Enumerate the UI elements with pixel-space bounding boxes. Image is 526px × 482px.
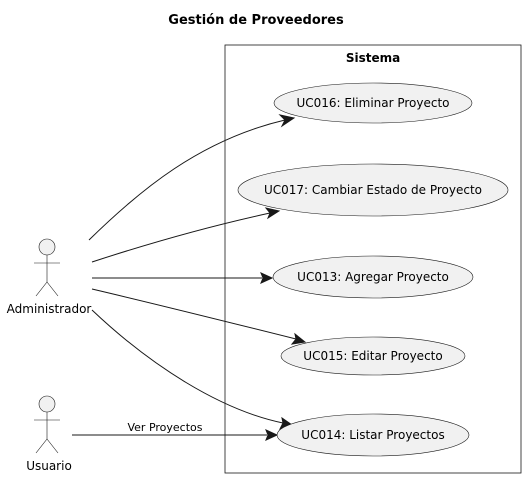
use-case-uc015-ellipse bbox=[280, 336, 466, 376]
use-case-uc016: UC016: Eliminar Proyecto bbox=[273, 82, 473, 124]
use-case-uc014-ellipse bbox=[276, 413, 470, 457]
use-case-uc015-label: UC015: Editar Proyecto bbox=[303, 349, 442, 363]
arrowhead-uc017 bbox=[264, 207, 281, 220]
edge-admin-uc014 bbox=[91, 309, 284, 424]
use-case-uc017-ellipse bbox=[237, 163, 509, 217]
stick-figure-icon bbox=[34, 238, 60, 297]
actor-usuario-label: Usuario bbox=[26, 459, 72, 473]
edges bbox=[72, 114, 307, 441]
use-case-uc014: UC014: Listar Proyectos bbox=[276, 413, 470, 457]
use-case-uc017-label: UC017: Cambiar Estado de Proyecto bbox=[264, 183, 482, 197]
stick-figure-icon bbox=[34, 395, 60, 454]
use-case-uc016-label: UC016: Eliminar Proyecto bbox=[296, 96, 449, 110]
actor-administrador: Administrador bbox=[7, 238, 92, 316]
edge-admin-uc017 bbox=[91, 212, 271, 263]
edge-admin-uc015 bbox=[91, 288, 297, 340]
arrowhead-user-uc014 bbox=[265, 429, 279, 441]
use-case-uc016-ellipse bbox=[273, 82, 473, 124]
arrowhead-uc015 bbox=[290, 332, 307, 345]
use-case-uc013-label: UC013: Agregar Proyecto bbox=[297, 270, 449, 284]
use-case-uc017: UC017: Cambiar Estado de Proyecto bbox=[237, 163, 509, 217]
edge-label-ver-proyectos: Ver Proyectos bbox=[127, 421, 202, 434]
use-case-uc013: UC013: Agregar Proyecto bbox=[272, 255, 474, 299]
edge-admin-uc016 bbox=[88, 119, 286, 241]
arrowhead-uc016 bbox=[278, 114, 296, 128]
system-label: Sistema bbox=[346, 51, 400, 65]
actor-administrador-label: Administrador bbox=[7, 302, 92, 316]
use-case-uc013-ellipse bbox=[272, 255, 474, 299]
use-case-uc014-label: UC014: Listar Proyectos bbox=[301, 428, 444, 442]
arrowhead-uc013 bbox=[260, 272, 274, 284]
actor-usuario: Usuario bbox=[26, 395, 72, 473]
use-case-uc015: UC015: Editar Proyecto bbox=[280, 336, 466, 376]
diagram-title: Gestión de Proveedores bbox=[168, 13, 344, 28]
